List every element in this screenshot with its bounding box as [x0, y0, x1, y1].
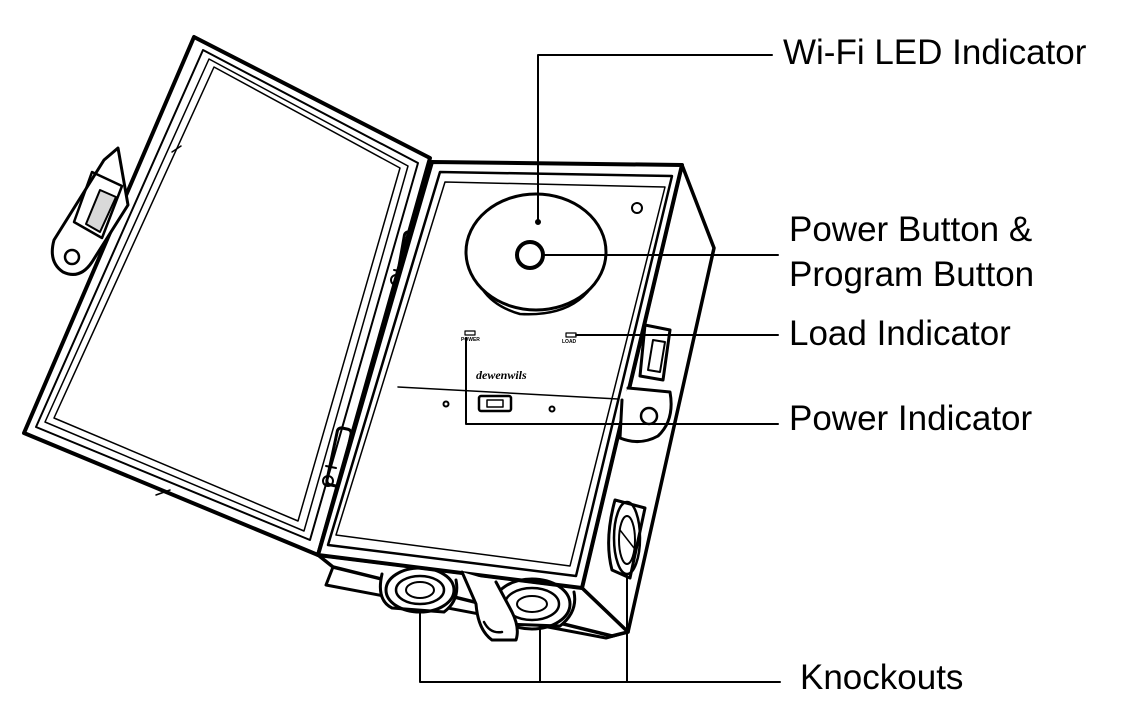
brand-logo: dewenwils [476, 368, 527, 382]
right-mounting-tab [618, 323, 673, 443]
power-led [464, 330, 476, 336]
lid-latch-tab [50, 146, 130, 276]
knockout-side [607, 498, 647, 580]
control-dome [464, 192, 608, 316]
load-indicator-label: Load Indicator [789, 314, 1011, 353]
knockout-left [378, 566, 459, 614]
knockouts-label: Knockouts [800, 658, 964, 697]
leader-lines [419, 54, 781, 683]
wifi-led-indicator-label: Wi-Fi LED Indicator [783, 33, 1087, 72]
bottom-mounting-tab [460, 570, 519, 642]
power-indicator-label: Power Indicator [789, 399, 1033, 438]
power-switch [477, 394, 513, 413]
power-button-label: Power Button & [789, 210, 1033, 249]
program-button-label: Program Button [789, 255, 1035, 294]
power-led-label: POWER [461, 337, 480, 343]
load-led-label: LOAD [562, 339, 577, 345]
